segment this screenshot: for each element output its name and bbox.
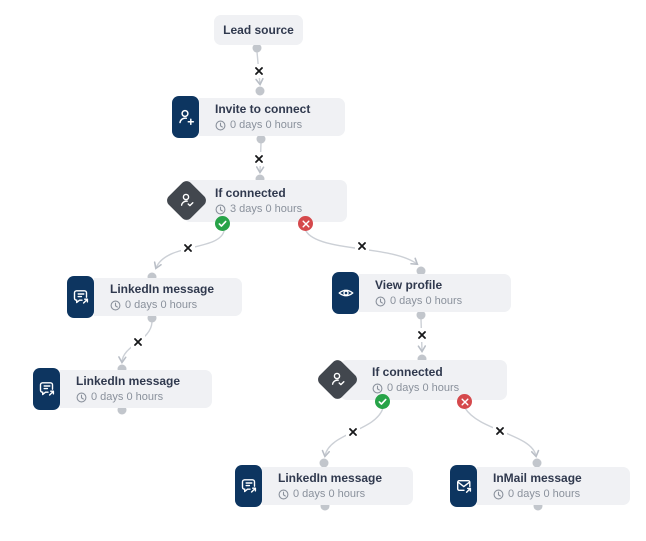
chat-send-icon — [33, 368, 60, 410]
port-view-bottom — [416, 310, 426, 320]
node-delay: 0 days 0 hours — [387, 382, 460, 394]
edge-delete-icon[interactable] — [346, 425, 360, 439]
clock-icon — [76, 392, 87, 403]
port-msg3-top — [319, 458, 329, 468]
condition-no-port[interactable] — [298, 216, 313, 231]
edge-delete-icon[interactable] — [493, 424, 507, 438]
port-lead-bottom — [252, 43, 262, 53]
node-title: InMail message — [493, 471, 582, 485]
edge-delete-icon[interactable] — [131, 335, 145, 349]
node-lead-source[interactable]: Lead source — [214, 15, 303, 45]
node-title: If connected — [215, 186, 286, 200]
node-title: If connected — [372, 365, 443, 379]
condition-yes-port[interactable] — [375, 394, 390, 409]
clock-icon — [215, 120, 226, 131]
node-delay: 0 days 0 hours — [293, 488, 366, 500]
node-delay: 0 days 0 hours — [125, 299, 198, 311]
clock-icon — [278, 489, 289, 500]
node-if-connected-2[interactable]: If connected 0 days 0 hours — [315, 357, 507, 409]
port-invite-top — [255, 86, 265, 96]
clock-icon — [375, 296, 386, 307]
port-inmail-top — [532, 458, 542, 468]
node-title: LinkedIn message — [278, 471, 383, 485]
node-delay: 0 days 0 hours — [390, 295, 463, 307]
node-delay: 3 days 0 hours — [230, 203, 303, 215]
port-view-top — [416, 266, 426, 276]
node-title: LinkedIn message — [76, 374, 181, 388]
condition-yes-port[interactable] — [215, 216, 230, 231]
node-title: Invite to connect — [215, 102, 311, 116]
node-linkedin-message-3[interactable]: LinkedIn message 0 days 0 hours — [235, 465, 413, 507]
node-title: View profile — [375, 278, 443, 292]
person-check-icon — [315, 357, 360, 402]
edge-delete-icon[interactable] — [415, 328, 429, 342]
node-if-connected-1[interactable]: If connected 3 days 0 hours — [164, 178, 347, 231]
clock-icon — [110, 300, 121, 311]
edge-delete-icon[interactable] — [252, 152, 266, 166]
node-inmail-message[interactable]: InMail message 0 days 0 hours — [450, 465, 630, 507]
edge-delete-icon[interactable] — [252, 64, 266, 78]
edge-delete-icon[interactable] — [181, 241, 195, 255]
node-delay: 0 days 0 hours — [508, 488, 581, 500]
node-delay: 0 days 0 hours — [91, 391, 164, 403]
node-view-profile[interactable]: View profile 0 days 0 hours — [332, 272, 511, 314]
mail-send-icon — [450, 465, 477, 507]
condition-no-port[interactable] — [457, 394, 472, 409]
node-title: Lead source — [223, 22, 294, 37]
chat-send-icon — [235, 465, 262, 507]
node-linkedin-message-1[interactable]: LinkedIn message 0 days 0 hours — [67, 276, 242, 318]
eye-icon — [332, 272, 359, 314]
clock-icon — [215, 204, 226, 215]
node-title: LinkedIn message — [110, 282, 215, 296]
clock-icon — [372, 383, 383, 394]
edge-delete-icon[interactable] — [355, 239, 369, 253]
node-delay: 0 days 0 hours — [230, 119, 303, 131]
clock-icon — [493, 489, 504, 500]
node-linkedin-message-2[interactable]: LinkedIn message 0 days 0 hours — [33, 368, 212, 410]
port-invite-bottom — [256, 134, 266, 144]
person-add-icon — [172, 96, 199, 138]
person-check-icon — [164, 178, 209, 223]
chat-send-icon — [67, 276, 94, 318]
node-invite-to-connect[interactable]: Invite to connect 0 days 0 hours — [172, 96, 345, 138]
